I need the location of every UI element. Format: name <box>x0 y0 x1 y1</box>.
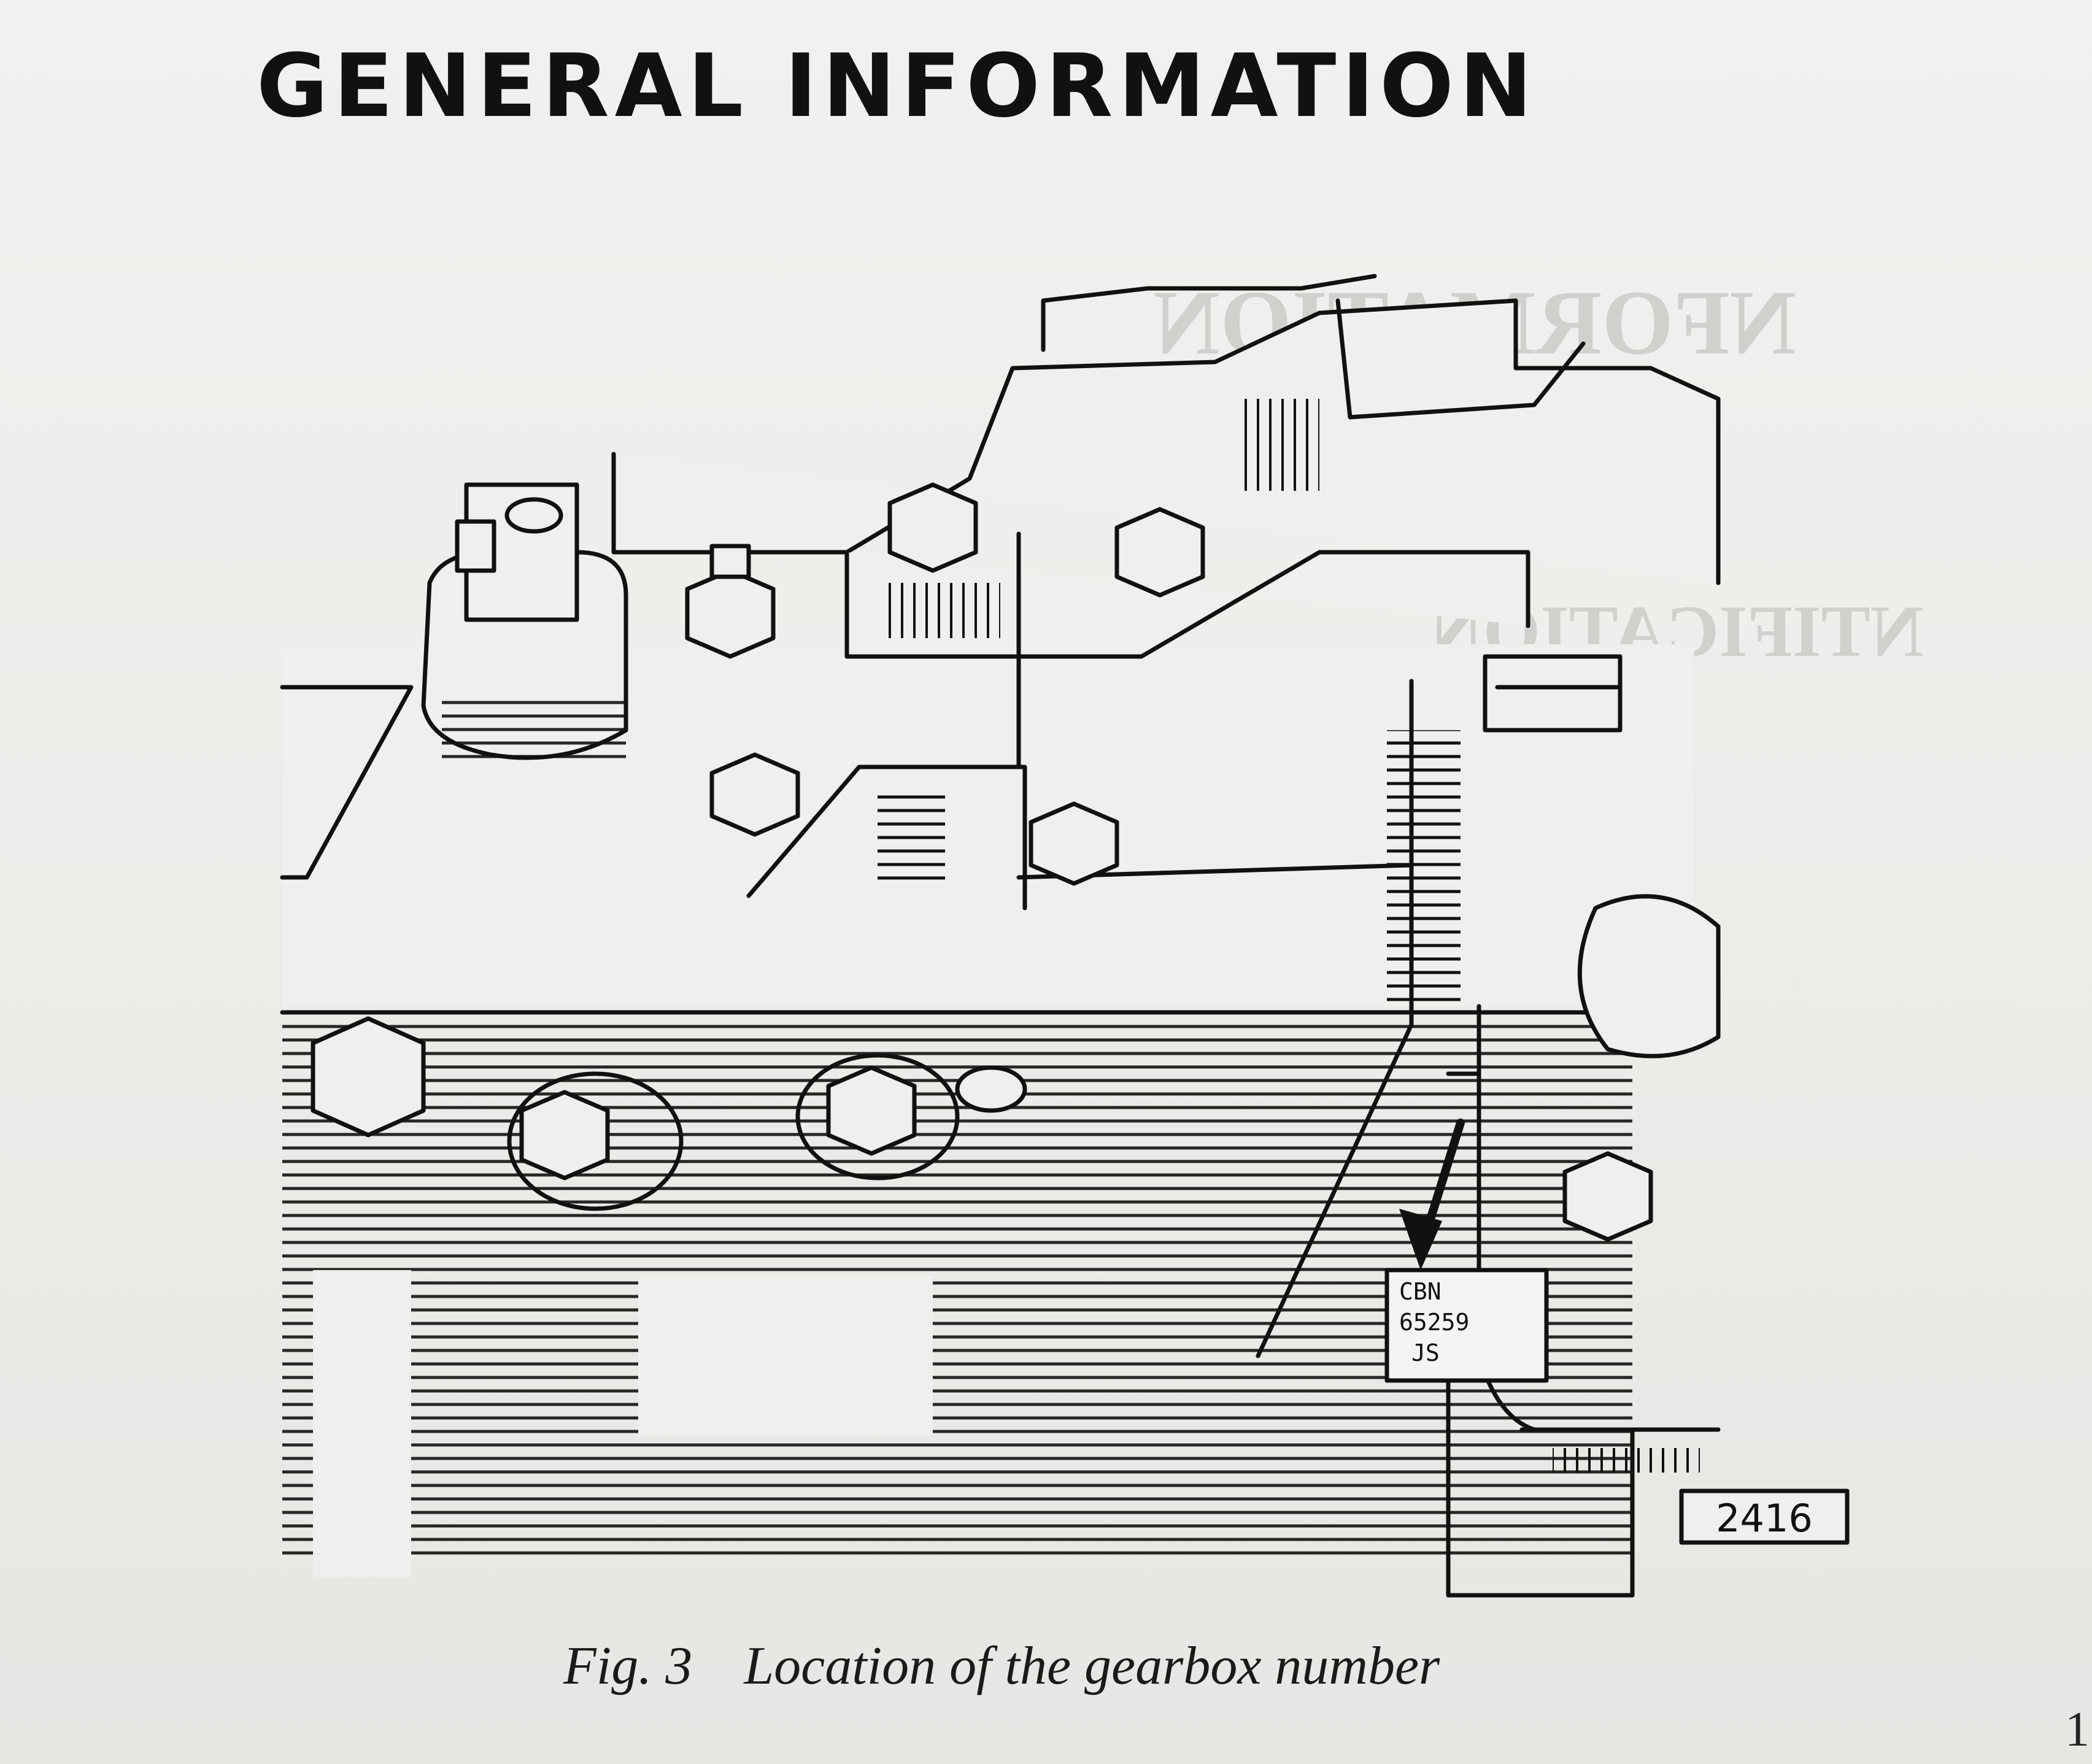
plate-line-2: 65259 <box>1399 1309 1469 1336</box>
gearbox-illustration: CBN 65259 JS 2416 <box>245 264 1866 1601</box>
section-heading: GENERAL INFORMATION <box>257 36 1538 137</box>
plate-line-1: CBN <box>1399 1278 1442 1305</box>
figure-reference-number: 2416 <box>1716 1496 1813 1541</box>
figure-label: Fig. 3 <box>563 1636 693 1696</box>
gearbox-line-drawing: CBN 65259 JS 2416 <box>280 274 1850 1598</box>
figure-caption: Fig. 3 Location of the gearbox number <box>563 1635 1440 1697</box>
page-edge-mark: 1 <box>2065 1703 2090 1757</box>
plate-line-3: JS <box>1411 1339 1440 1366</box>
figure-caption-text: Location of the gearbox number <box>744 1636 1440 1696</box>
